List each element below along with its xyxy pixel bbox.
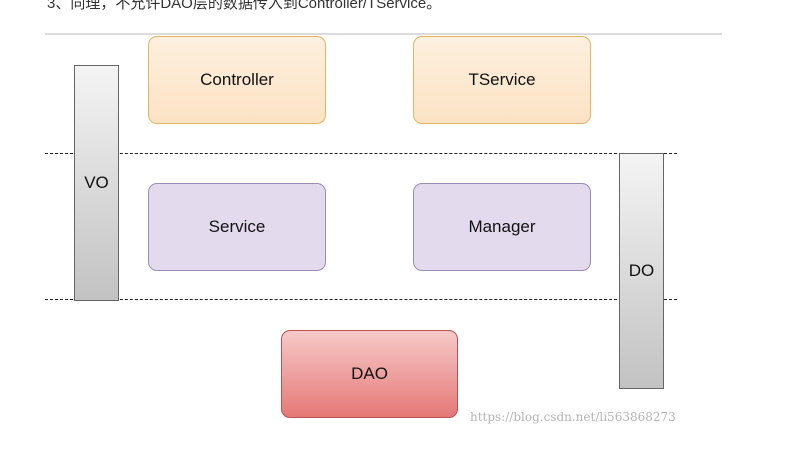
caption-text: 3、同理，不允许DAO层的数据传入到Controller/TService。 (47, 0, 442, 12)
do-label: DO (628, 261, 655, 280)
dao-label: DAO (351, 364, 388, 383)
vo-bar: VO (74, 65, 119, 301)
manager-label: Manager (468, 217, 536, 236)
do-bar: DO (619, 153, 664, 389)
layer-divider-bottom (45, 299, 677, 300)
tservice-box: TService (413, 36, 591, 124)
watermark-text: https://blog.csdn.net/li563868273 (470, 410, 676, 424)
controller-box: Controller (148, 36, 326, 124)
manager-box: Manager (413, 183, 591, 271)
layer-divider-top (45, 153, 677, 154)
service-label: Service (208, 217, 266, 236)
vo-label: VO (84, 173, 109, 192)
dao-box: DAO (281, 330, 458, 418)
service-box: Service (148, 183, 326, 271)
tservice-label: TService (468, 70, 536, 89)
controller-label: Controller (200, 70, 274, 89)
